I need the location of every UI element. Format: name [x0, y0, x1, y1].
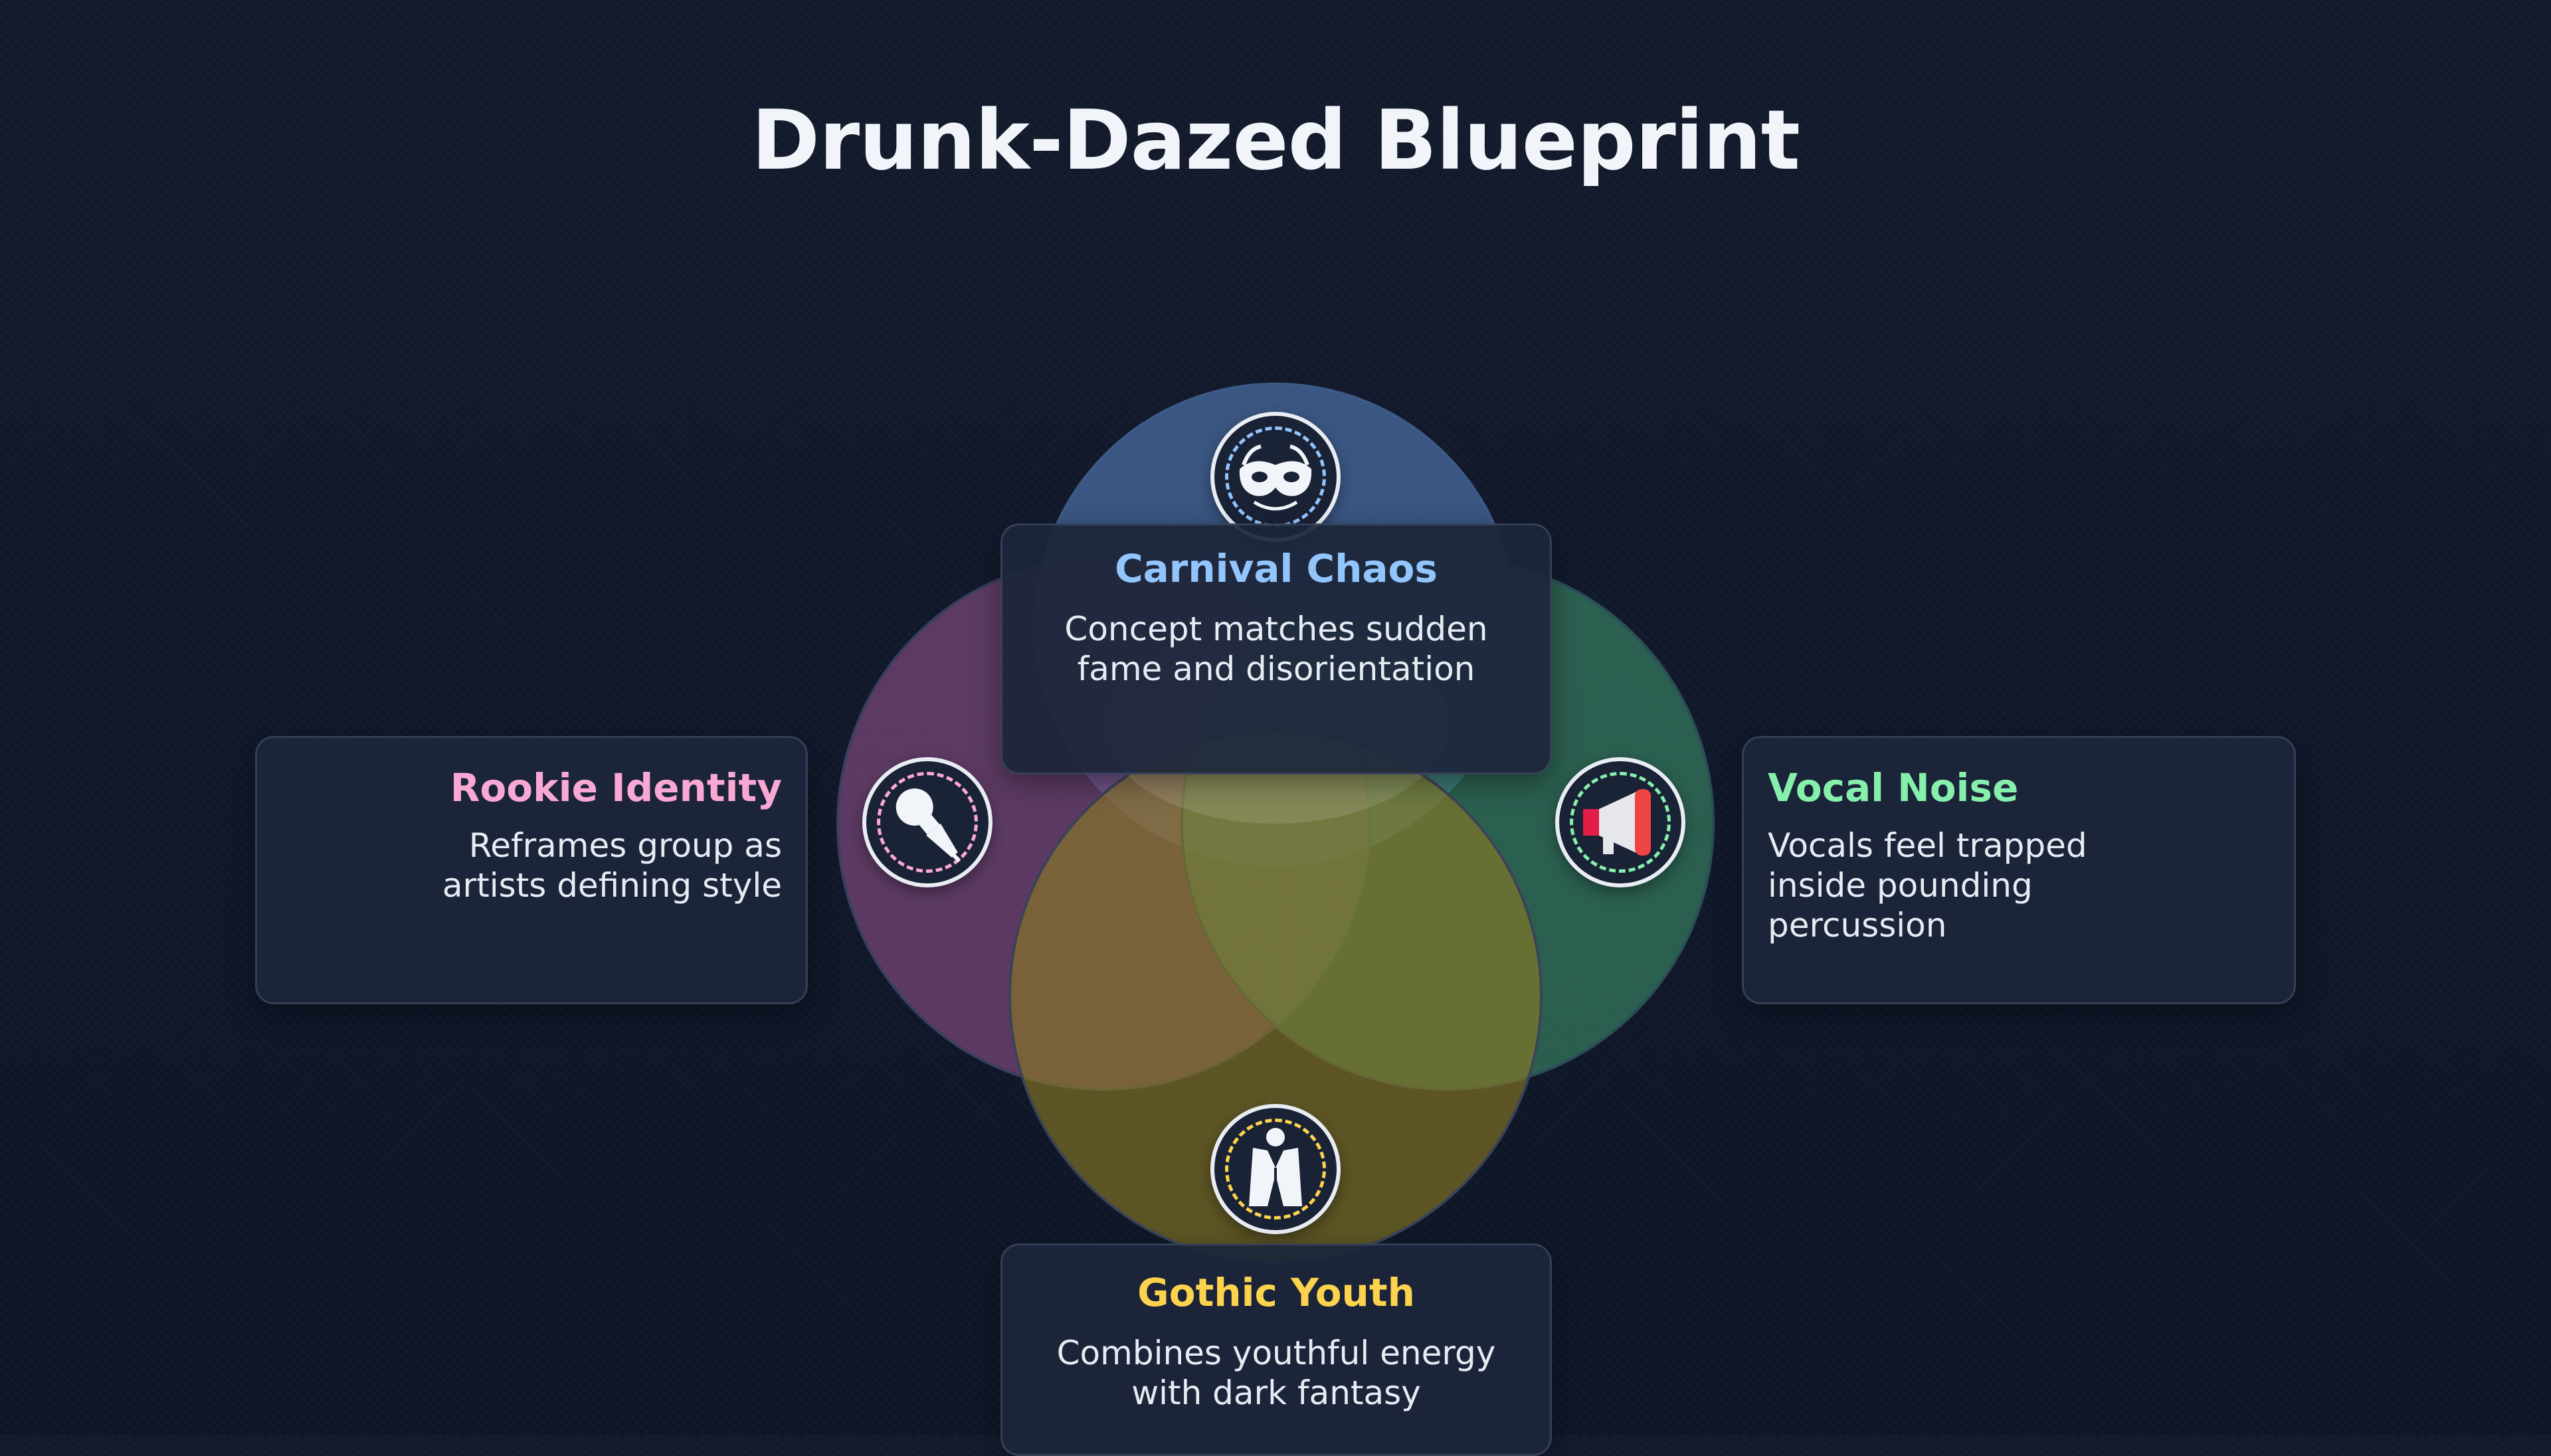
card-text-vocal-noise: Vocals feel trapped inside pounding perc… — [1768, 826, 2087, 945]
card-text-rookie-identity: Reframes group as artists defining style — [442, 826, 782, 905]
gothic-suit-badge — [1210, 1104, 1341, 1234]
microphone-icon — [896, 788, 961, 863]
microphone-badge — [862, 757, 992, 887]
card-vocal-noise: Vocal Noise Vocals feel trapped inside p… — [1742, 736, 2296, 1004]
card-carnival-chaos: Carnival Chaos Concept matches sudden fa… — [1000, 523, 1552, 774]
card-text-carnival-chaos: Concept matches sudden fame and disorien… — [1064, 610, 1488, 688]
gothic-suit-icon — [1249, 1128, 1302, 1206]
card-text-gothic-youth: Combines youthful energy with dark fanta… — [1056, 1334, 1496, 1412]
page-title: Drunk-Dazed Blueprint — [751, 93, 1800, 189]
megaphone-icon — [1583, 789, 1651, 856]
carnival-mask-badge — [1210, 412, 1341, 542]
megaphone-badge — [1555, 757, 1685, 887]
carnival-mask-icon — [1239, 444, 1312, 511]
card-title-carnival-chaos: Carnival Chaos — [1115, 546, 1438, 591]
card-gothic-youth: Gothic Youth Combines youthful energy wi… — [1000, 1243, 1552, 1456]
card-title-rookie-identity: Rookie Identity — [450, 765, 782, 810]
card-title-vocal-noise: Vocal Noise — [1768, 765, 2019, 810]
card-title-gothic-youth: Gothic Youth — [1137, 1270, 1415, 1315]
card-rookie-identity: Rookie Identity Reframes group as artist… — [255, 736, 808, 1004]
